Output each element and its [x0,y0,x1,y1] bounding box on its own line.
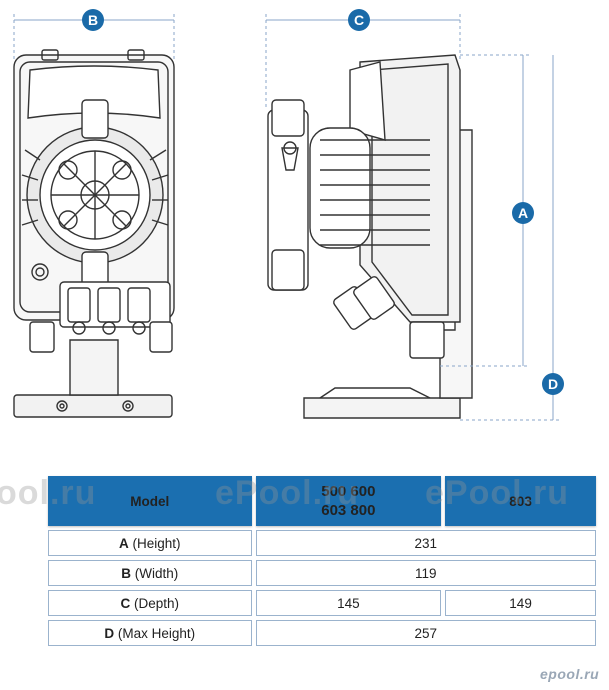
table-row: B (Width) 119 [48,560,596,586]
dimension-badge-c: C [348,9,370,31]
header-model: Model [48,476,252,526]
site-logo: epool.ru [540,666,600,682]
table-row: A (Height) 231 [48,530,596,556]
front-view-drawing [13,49,175,418]
dimension-badge-d: D [542,373,564,395]
row-label-text: (Depth) [130,595,180,611]
row-key: B [121,565,132,581]
table-row: C (Depth) 145 149 [48,590,596,616]
row-label-b: B (Width) [48,560,252,586]
spec-table: Model 500 600 603 800 803 A (Height) 231… [44,472,600,650]
header-model-803: 803 [445,476,596,526]
row-label-d: D (Max Height) [48,620,252,646]
row-key: D [104,625,115,641]
side-view-drawing [267,54,473,419]
row-key: A [119,535,129,551]
row-value-d: 257 [255,620,596,646]
row-key: C [120,595,131,611]
header-models-line-2: 603 800 [321,502,376,519]
row-value-c-right: 149 [445,590,596,616]
row-label-c: C (Depth) [48,590,252,616]
dimension-badge-b: B [82,9,104,31]
row-value-a: 231 [255,530,596,556]
header-models-line-1: 500 600 [321,483,376,500]
row-label-text: (Height) [128,535,181,551]
row-label-text: (Max Height) [114,625,196,641]
table-row: D (Max Height) 257 [48,620,596,646]
row-label-a: A (Height) [48,530,252,556]
row-label-text: (Width) [131,565,179,581]
table-header-row: Model 500 600 603 800 803 [48,476,596,526]
header-models-group-1: 500 600 603 800 [255,476,442,526]
row-value-b: 119 [255,560,596,586]
dimension-badge-a: A [512,202,534,224]
row-value-c-left: 145 [255,590,442,616]
pump-technical-drawing [13,14,560,421]
